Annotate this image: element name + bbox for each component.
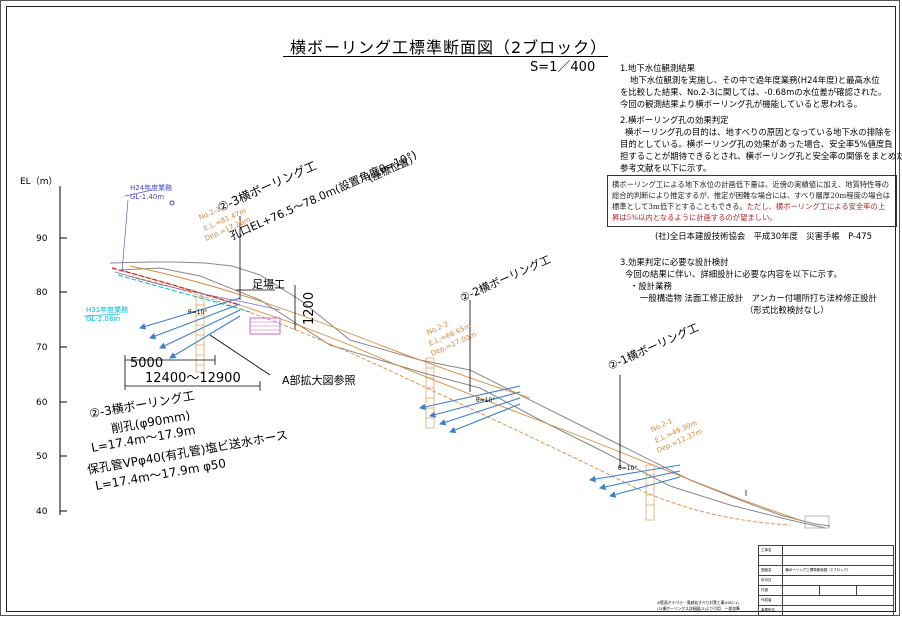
point-marker	[169, 200, 175, 206]
axis-tick: 40	[36, 507, 48, 517]
groundwater-level-line	[111, 267, 241, 306]
note-heading: 1.地下水位観測結果	[620, 63, 695, 73]
h24-leader	[124, 189, 153, 197]
h31-leader	[83, 313, 121, 317]
citation: (社)全日本建設技術協会 平成30年度 災害手帳 P-475	[655, 231, 872, 241]
note-line: 担することが期待できるとされ、横ボーリング孔と安全率の関係をまとめた	[620, 151, 902, 161]
page-title: 横ボーリング工標準断面図（2ブロック）	[290, 38, 608, 57]
structure-outline	[804, 515, 830, 529]
axis-tick: 80	[36, 288, 48, 298]
note-line: 今回の観測結果より横ボーリング孔が機能していると思われる。	[620, 99, 863, 109]
groundwater-level-line	[114, 271, 281, 311]
title-block-row: 図面名 横ボーリング工標準断面図（2ブロック）	[757, 565, 894, 576]
drawing-border	[6, 6, 896, 612]
axis-label: EL（m）	[20, 176, 57, 187]
note-line: を比較した結果、No.2-3に関しては、-0.68mの水位差が確認された。	[620, 87, 887, 97]
note-line: 参考文献を以下に示す。	[620, 163, 712, 173]
h31-label: H31年度業務	[86, 305, 128, 314]
theta-label: θ=10°	[618, 465, 637, 472]
title-block-row: 事業所名	[757, 605, 894, 616]
source-footnote: ※壁画オテペラ・奥越仙すべり対策工事(H30-1)	[657, 600, 739, 605]
note-line: 目的としている。横ボーリング孔の効果があった場合、安全率5%値度負	[620, 139, 893, 149]
borehole-columns	[195, 296, 655, 521]
leader-lines	[124, 216, 621, 468]
reference-excerpt: 横ボーリング工による地下水位の計画低下量は、近傍の実績値に加え、地質特性等の総合…	[607, 175, 897, 227]
boring-lines	[138, 297, 681, 498]
note-line: 今回の結果に伴い、詳細設計に必要な内容を以下に示す。	[625, 269, 842, 279]
note-heading: 3.効果判定に必要な設計検討	[620, 257, 729, 267]
theta-label: θ=10°	[476, 397, 495, 404]
h24-label: H24年度業務	[130, 183, 172, 192]
axis-tick: 50	[36, 452, 48, 462]
title-block-row: 作成者	[757, 595, 894, 606]
scale-label: S=1／400	[530, 60, 596, 75]
h31-gl: GL-2.08m	[86, 315, 120, 323]
title-block-row: 尺度	[757, 585, 894, 596]
elevation-axis: EL（m） 90 80 70 60 50 40	[20, 176, 67, 517]
h24-leader	[121, 199, 129, 273]
source-footnote: (2)横ボーリングス詳細図(2)より引用 一部加筆	[657, 606, 740, 611]
axis-tick: 60	[36, 398, 48, 408]
theta-label: θ=10°	[188, 309, 207, 316]
note-line: （形式比較検討なし）	[745, 305, 829, 315]
dimension-range: 12400～12900	[145, 371, 241, 386]
dimension-1200: 1200	[302, 292, 317, 325]
note-line: 地下水位観測を実施し、その中で過年度業務(H24年度)と最高水位	[630, 75, 880, 85]
title-block-row: 年月日	[757, 575, 894, 586]
axis-tick: 90	[36, 234, 48, 244]
h24-gl: GL-1.40m	[130, 193, 164, 201]
groundwater-level-line	[117, 274, 251, 313]
slip-surfaces	[119, 265, 801, 526]
reference-text: 横ボーリング工による地下水位の計画低下量は、近傍の実績値に加え、地質特性等の総合…	[612, 180, 891, 211]
dimension-5000: 5000	[130, 356, 163, 371]
scaffold-label: 足場工	[252, 278, 285, 291]
ground-profile	[109, 261, 831, 529]
note-line: ・設計業務	[630, 281, 672, 291]
axis-tick: 70	[36, 343, 48, 353]
bore-21-label: ②-1横ボーリング工	[606, 320, 701, 373]
bore-22-label: ②-2横ボーリング工	[458, 252, 553, 305]
note-heading: 2.横ボーリング孔の効果判定	[620, 115, 729, 125]
title-block-row	[757, 555, 894, 566]
title-block: 工事名 図面名 横ボーリング工標準断面図（2ブロック） 年月日 尺度 作成者 事…	[757, 545, 894, 616]
reference-highlight: ただし、横ボーリング工による安全率の上昇は5%以内となるように計画するのが望まし…	[612, 202, 886, 222]
title-underline	[283, 56, 608, 57]
detail-reference: A部拡大図参照	[282, 373, 356, 387]
title-block-row: 工事名	[757, 545, 894, 556]
note-line: 一般構造物 法面工修正設計 アンカー付場所打ち法枠修正設計	[640, 293, 877, 303]
note-line: 横ボーリング孔の目的は、地すべりの原因となっている地下水の排除を	[625, 127, 892, 137]
